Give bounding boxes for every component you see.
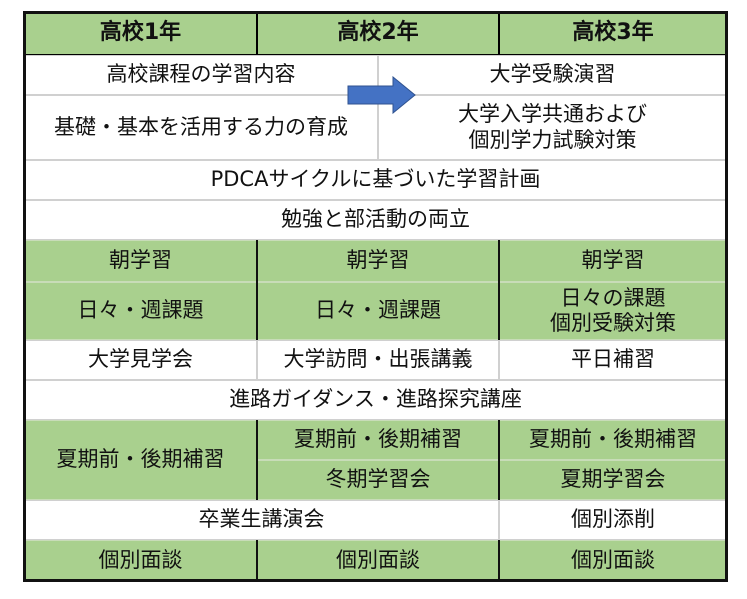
arrow-right-icon [347,76,416,114]
entrance-exam-cell: 大学入学共通および 個別学力試験対策 [378,95,727,160]
club-balance-cell: 勉強と部活動の両立 [24,200,727,240]
exam-practice-cell: 大学受験演習 [378,55,727,95]
interview-y1: 個別面談 [24,540,257,582]
column-divider [498,540,500,582]
header-year3: 高校3年 [499,12,727,55]
course-content-cell: 高校課程の学習内容 [24,55,378,95]
column-divider [498,240,500,340]
supplementary-y2-top: 夏期前・後期補習 [257,420,499,460]
visits-y1: 大学見学会 [24,340,257,380]
interview-y3: 個別面談 [499,540,727,582]
visits-y2: 大学訪問・出張講義 [257,340,499,380]
guidance-cell: 進路ガイダンス・進路探究講座 [24,380,727,420]
supplementary-y1: 夏期前・後期補習 [24,420,257,500]
column-divider [256,420,258,500]
visits-y3: 平日補習 [499,340,727,380]
pdca-cell: PDCAサイクルに基づいた学習計画 [24,160,727,200]
morning-study-y2: 朝学習 [257,240,499,282]
supplementary-y3-top: 夏期前・後期補習 [499,420,727,460]
alumni-lecture-cell: 卒業生講演会 [24,500,499,540]
column-divider [498,420,500,500]
header-year2: 高校2年 [257,12,499,55]
individual-correction-cell: 個別添削 [499,500,727,540]
tasks-y1: 日々・週課題 [24,282,257,340]
interview-y2: 個別面談 [257,540,499,582]
fundamentals-cell: 基礎・基本を活用する力の育成 [24,95,378,160]
supplementary-y2-bottom: 冬期学習会 [257,460,499,500]
morning-study-y1: 朝学習 [24,240,257,282]
tasks-y3: 日々の課題 個別受験対策 [499,282,727,340]
morning-study-y3: 朝学習 [499,240,727,282]
column-divider [256,240,258,340]
column-divider [256,540,258,582]
supplementary-y3-bottom: 夏期学習会 [499,460,727,500]
header-year1: 高校1年 [24,12,257,55]
tasks-y2: 日々・週課題 [257,282,499,340]
